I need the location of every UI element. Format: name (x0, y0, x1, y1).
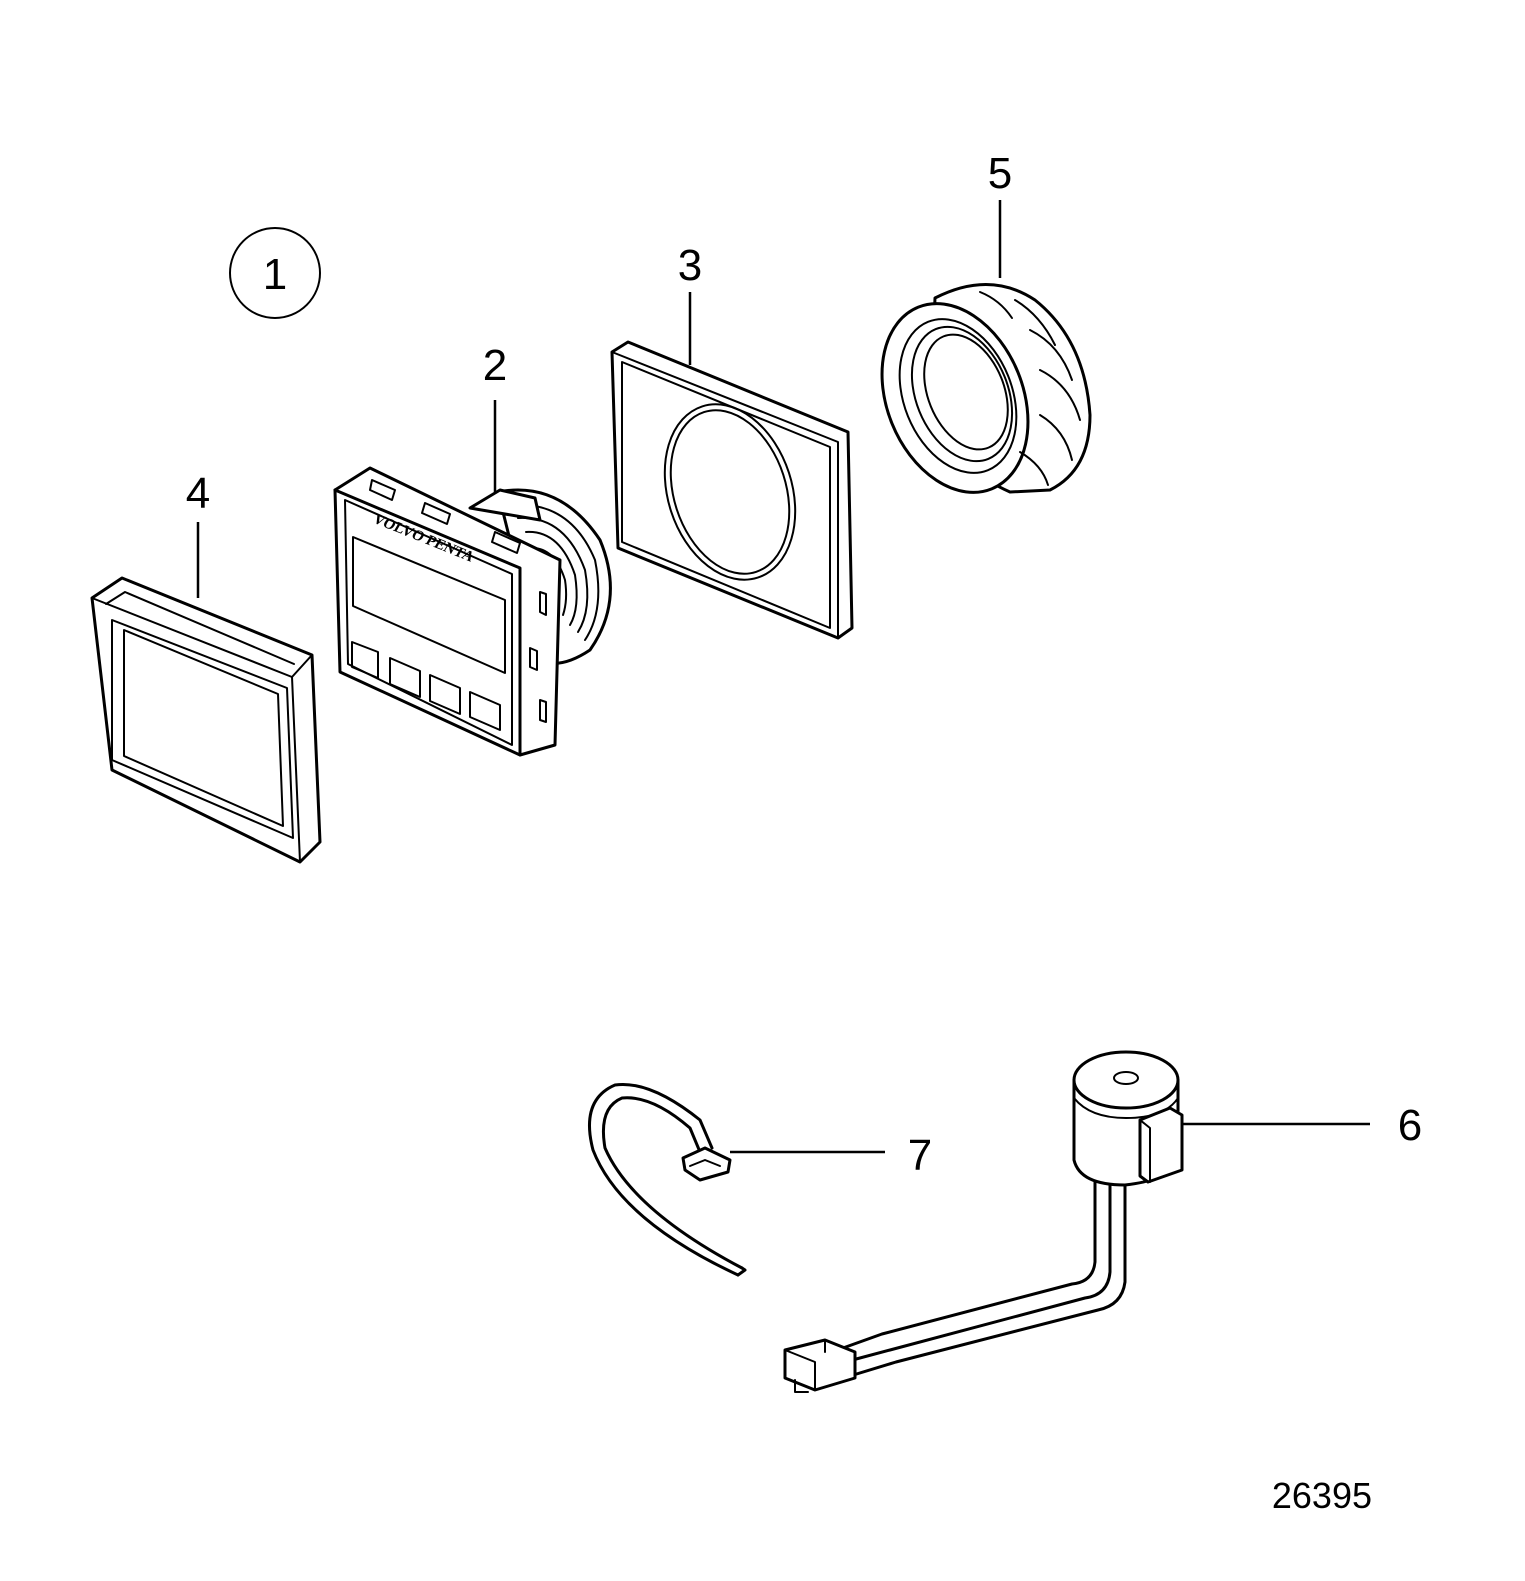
part-2-label: 2 (483, 341, 507, 390)
figure-number: 26395 (1272, 1475, 1372, 1516)
part-5-threaded-nut: 5 (880, 149, 1092, 494)
part-6-buzzer: 6 (783, 1050, 1422, 1393)
assembly-callout: 1 (229, 227, 321, 319)
part-5-label: 5 (988, 149, 1012, 198)
part-7-cable-tie: 7 (588, 1082, 932, 1277)
part-7-label: 7 (908, 1131, 932, 1180)
part-6-label: 6 (1398, 1101, 1422, 1150)
part-3-label: 3 (678, 241, 702, 290)
part-4-label: 4 (186, 469, 210, 518)
part-3-gasket-plate: 3 (610, 241, 854, 640)
part-4-bezel-frame: 4 (90, 469, 322, 864)
part-2-display-unit: VOLVO PENTA 2 (333, 341, 612, 757)
assembly-callout-label: 1 (263, 250, 287, 299)
